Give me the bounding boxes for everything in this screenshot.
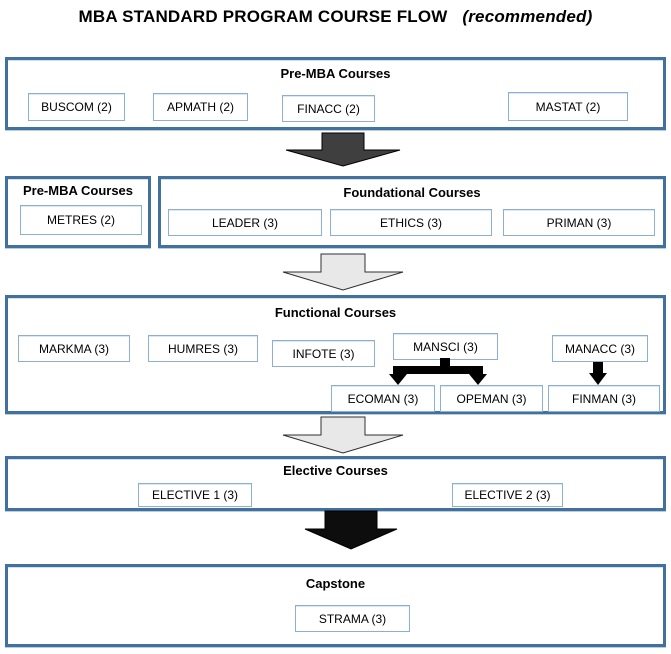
course-box-leader: LEADER (3) xyxy=(168,209,322,236)
section-pre-mba-left: Pre-MBA Courses METRES (2) xyxy=(5,176,151,248)
page-title-main: MBA STANDARD PROGRAM COURSE FLOW xyxy=(78,7,448,26)
section-foundational: Foundational Courses LEADER (3) ETHICS (… xyxy=(158,176,666,248)
page-title: MBA STANDARD PROGRAM COURSE FLOW (recomm… xyxy=(0,7,671,27)
course-box-metres: METRES (2) xyxy=(20,205,142,235)
course-box-opeman: OPEMAN (3) xyxy=(440,385,543,412)
course-box-ecoman: ECOMAN (3) xyxy=(331,385,435,412)
course-box-strama: STRAMA (3) xyxy=(295,605,410,632)
course-box-apmath: APMATH (2) xyxy=(153,93,248,121)
course-box-priman: PRIMAN (3) xyxy=(503,209,655,236)
section-heading: Foundational Courses xyxy=(343,185,481,200)
course-box-elective-2: ELECTIVE 2 (3) xyxy=(452,483,563,507)
section-pre-mba-top: Pre-MBA Courses BUSCOM (2) APMATH (2) FI… xyxy=(5,57,666,130)
course-box-markma: MARKMA (3) xyxy=(18,335,130,362)
section-heading: Pre-MBA Courses xyxy=(280,66,391,81)
course-box-buscom: BUSCOM (2) xyxy=(28,93,125,121)
section-elective: Elective Courses ELECTIVE 1 (3) ELECTIVE… xyxy=(5,456,666,511)
page-title-suffix: (recommended) xyxy=(462,7,593,26)
section-capstone: Capstone STRAMA (3) xyxy=(5,564,666,647)
course-box-elective-1: ELECTIVE 1 (3) xyxy=(138,483,252,507)
down-arrow-icon-1 xyxy=(285,132,401,167)
down-arrow-icon-3 xyxy=(282,416,404,454)
down-arrow-icon-4 xyxy=(304,510,398,550)
down-arrow-icon-2 xyxy=(282,253,404,291)
course-box-humres: HUMRES (3) xyxy=(148,335,258,362)
course-box-ethics: ETHICS (3) xyxy=(330,209,492,236)
course-box-mansci: MANSCI (3) xyxy=(393,333,498,360)
section-heading: Functional Courses xyxy=(274,305,397,320)
section-heading: Capstone xyxy=(305,576,366,591)
course-box-finman: FINMAN (3) xyxy=(548,385,660,412)
section-heading: Pre-MBA Courses xyxy=(22,183,134,198)
course-box-mastat: MASTAT (2) xyxy=(508,92,628,121)
section-heading: Elective Courses xyxy=(283,463,388,478)
course-box-finacc: FINACC (2) xyxy=(282,95,375,122)
course-box-infote: INFOTE (3) xyxy=(272,340,375,367)
course-box-manacc: MANACC (3) xyxy=(552,335,648,362)
section-functional: Functional Courses MARKMA (3) HUMRES (3)… xyxy=(5,295,666,414)
